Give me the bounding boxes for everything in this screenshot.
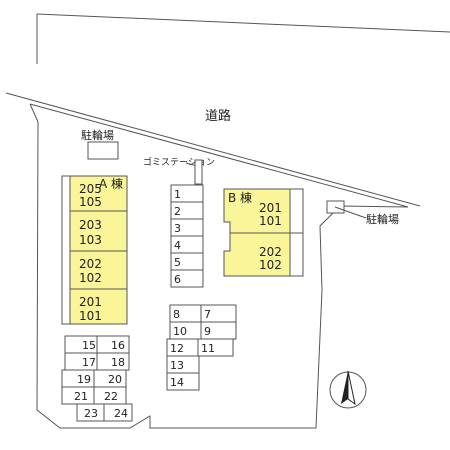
garbage-station	[194, 159, 203, 185]
parking-space-9: 9	[204, 325, 211, 338]
parking-space-2: 2	[174, 205, 181, 218]
parking-space-12: 12	[170, 342, 184, 355]
parking-space-18: 18	[111, 356, 125, 369]
unit-a-205: 205	[79, 182, 102, 196]
parking-space-1: 1	[174, 188, 181, 201]
parking-space-17: 17	[82, 356, 96, 369]
unit-a-102: 102	[79, 271, 102, 285]
parking-space-10: 10	[173, 325, 187, 338]
bicycle-parking-leader	[334, 206, 367, 219]
road-label: 道路	[205, 108, 231, 124]
unit-a-101: 101	[79, 309, 102, 323]
bicycle-parking-left-label: 駐輪場	[81, 128, 114, 142]
road-edge-top	[5, 92, 421, 207]
parking-middle: 8 7 10 9 12 11 13 14	[166, 304, 237, 391]
parking-left: 15 16 17 18 19 20 21 22 23 24	[61, 335, 133, 422]
parking-space-19: 19	[77, 373, 91, 386]
building-a-label: A 棟	[99, 176, 123, 191]
parking-space-24: 24	[114, 407, 128, 420]
site-boundary	[29, 103, 409, 429]
road-edge-bottom	[29, 103, 409, 208]
garbage-station-label: ゴミステーション	[143, 156, 215, 168]
unit-b-201: 201	[259, 201, 282, 215]
unit-a-105: 105	[79, 195, 102, 209]
parking-center: 1 2 3 4 5 6	[170, 184, 204, 288]
parking-space-11: 11	[201, 342, 215, 355]
parking-space-23: 23	[84, 407, 98, 420]
parking-space-13: 13	[170, 359, 184, 372]
parking-space-14: 14	[170, 376, 184, 389]
parking-space-4: 4	[174, 239, 181, 252]
unit-a-103: 103	[79, 233, 102, 247]
unit-b-101: 101	[259, 214, 282, 228]
parking-space-5: 5	[174, 256, 181, 269]
bicycle-parking-right-label: 駐輪場	[366, 212, 399, 226]
parking-space-20: 20	[108, 373, 122, 386]
unit-b-102: 102	[259, 258, 282, 272]
building-b-label: B 棟	[228, 190, 252, 205]
parking-space-16: 16	[111, 339, 125, 352]
unit-a-201: 201	[79, 295, 102, 309]
parking-space-22: 22	[104, 390, 118, 403]
parking-space-8: 8	[173, 308, 180, 321]
parking-space-15: 15	[82, 339, 96, 352]
unit-a-203: 203	[79, 218, 102, 232]
parking-space-3: 3	[174, 222, 181, 235]
bicycle-parking-left	[87, 141, 119, 160]
parking-space-21: 21	[74, 390, 88, 403]
building-a: A 棟 205 105 203 103 202 102 201 101	[61, 175, 128, 325]
building-b: B 棟 201 101 202 102	[223, 188, 304, 277]
neighbor-boundary	[36, 13, 450, 33]
parking-space-7: 7	[204, 308, 211, 321]
parking-space-6: 6	[174, 273, 181, 286]
unit-a-202: 202	[79, 257, 102, 271]
unit-b-202: 202	[259, 245, 282, 259]
north-arrow-icon	[329, 370, 367, 409]
